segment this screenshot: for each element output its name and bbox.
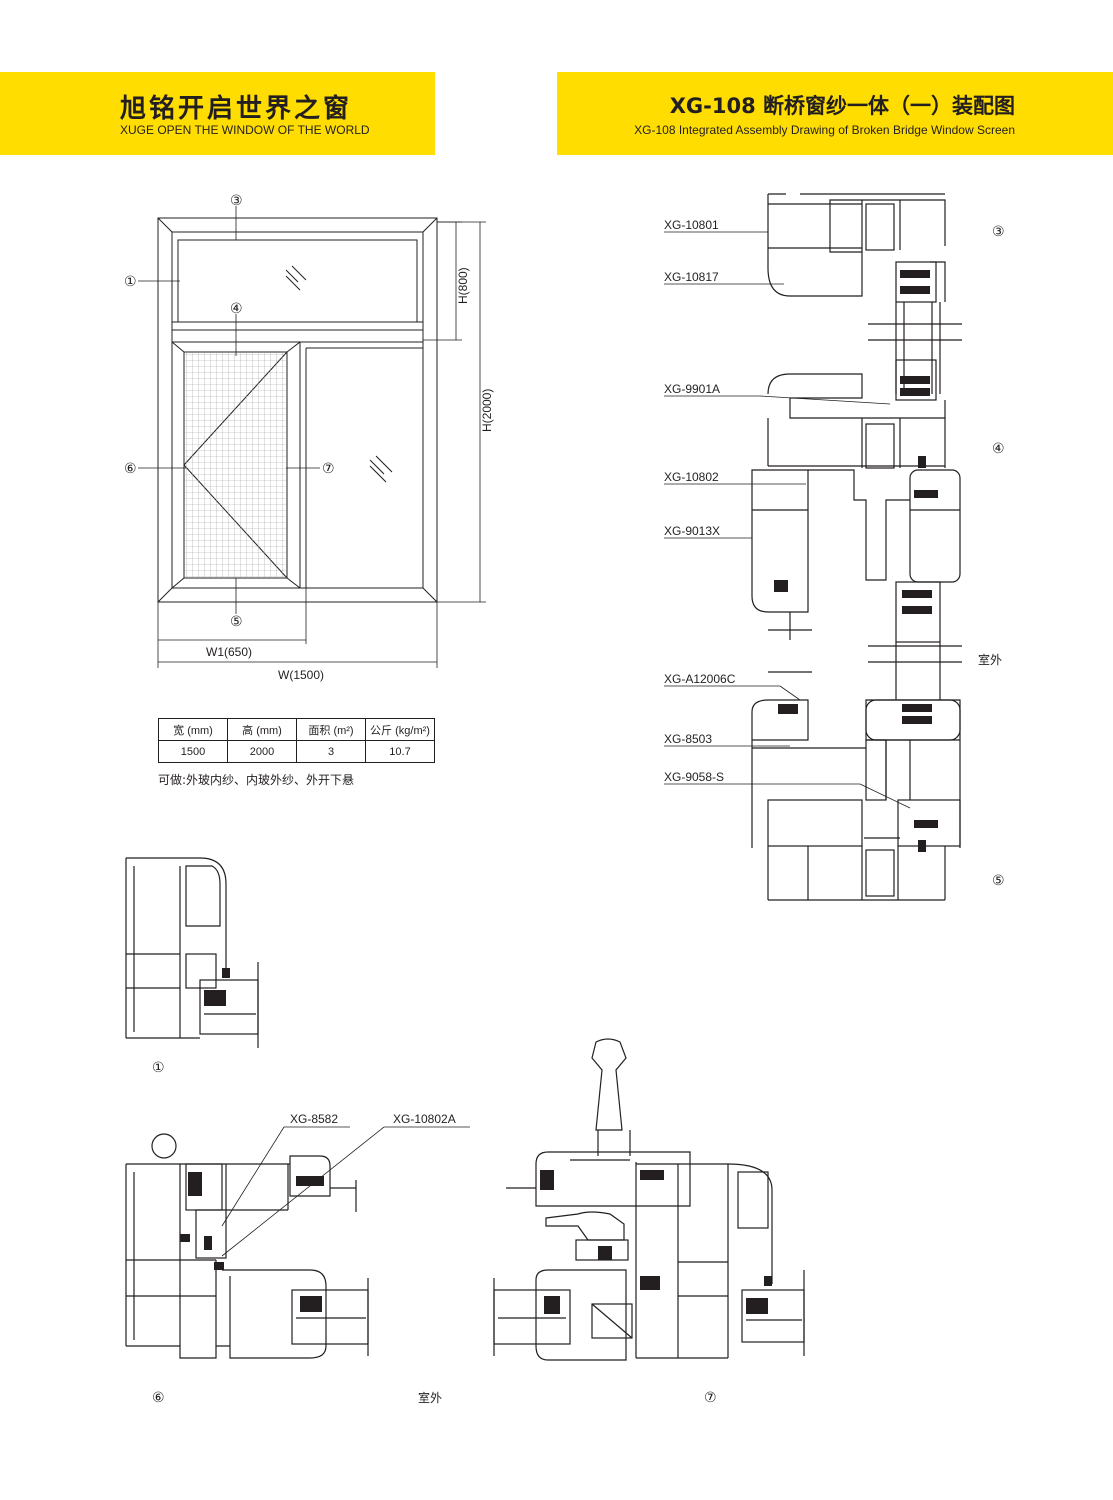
detail-6-section <box>125 1133 369 1359</box>
options-note: 可做:外玻内纱、内玻外纱、外开下悬 <box>158 773 355 787</box>
spec-value-height: 2000 <box>227 740 297 763</box>
vertical-section <box>751 193 962 901</box>
spec-table: 宽 (mm) 高 (mm) 面积 (m²) 公斤 (kg/m²) 1500 20… <box>158 718 435 763</box>
part-label-xg-9013x: XG-9013X <box>664 524 720 538</box>
outdoor-label-section: 室外 <box>978 652 1002 667</box>
spec-header-width: 宽 (mm) <box>158 718 228 741</box>
spec-table-value-row: 1500 2000 3 10.7 <box>158 740 435 763</box>
header-left-banner <box>0 72 435 155</box>
dimension-lines <box>138 206 486 668</box>
spec-header-weight: 公斤 (kg/m²) <box>365 718 435 741</box>
marker-7-elev: ⑦ <box>322 461 335 477</box>
detail-6-marker: ⑥ <box>152 1390 165 1406</box>
drawing-title: XG-108 断桥窗纱一体（一）装配图 <box>669 94 1015 118</box>
brand-subtitle: XUGE OPEN THE WINDOW OF THE WORLD <box>120 123 370 137</box>
spec-value-weight: 10.7 <box>365 740 435 763</box>
spec-value-area: 3 <box>296 740 366 763</box>
spec-table-header-row: 宽 (mm) 高 (mm) 面积 (m²) 公斤 (kg/m²) <box>158 718 435 741</box>
detail-6-leaders <box>221 1126 470 1257</box>
part-label-xg-9058-s: XG-9058-S <box>664 770 724 784</box>
detail-1-marker: ① <box>152 1060 165 1076</box>
brand-title: 旭铭开启世界之窗 <box>120 94 353 124</box>
spec-header-height: 高 (mm) <box>227 718 297 741</box>
part-label-xg-8503: XG-8503 <box>664 732 712 746</box>
callout-xg-8582: XG-8582 <box>290 1112 338 1126</box>
marker-4-elev: ④ <box>230 301 243 317</box>
detail-7-section <box>493 1038 805 1361</box>
dim-h800: H(800) <box>456 267 470 304</box>
marker-6-elev: ⑥ <box>124 461 137 477</box>
drawing-subtitle: XG-108 Integrated Assembly Drawing of Br… <box>634 123 1015 137</box>
callout-xg-10802a: XG-10802A <box>393 1112 456 1126</box>
section-gaskets <box>774 270 938 852</box>
outdoor-label-details: 室外 <box>418 1390 442 1405</box>
dim-w1: W1(650) <box>206 645 252 659</box>
detail-7-marker: ⑦ <box>704 1390 717 1406</box>
part-label-xg-10801: XG-10801 <box>664 218 719 232</box>
part-label-xg-10802: XG-10802 <box>664 470 719 484</box>
section-leaders <box>664 231 911 809</box>
spec-header-area: 面积 (m²) <box>296 718 366 741</box>
part-label-xg-10817: XG-10817 <box>664 270 719 284</box>
spec-value-width: 1500 <box>158 740 228 763</box>
marker-5-elev: ⑤ <box>230 614 243 630</box>
part-label-xg-9901a: XG-9901A <box>664 382 720 396</box>
dim-h2000: H(2000) <box>480 389 494 432</box>
screen-mesh <box>185 353 286 577</box>
header-right-banner <box>557 72 1113 155</box>
marker-3-section: ③ <box>992 224 1005 240</box>
marker-5-section: ⑤ <box>992 873 1005 889</box>
dim-w: W(1500) <box>278 668 324 682</box>
marker-4-section: ④ <box>992 441 1005 457</box>
marker-1-elev: ① <box>124 274 137 290</box>
marker-3-elev: ③ <box>230 193 243 209</box>
detail-1-gaskets <box>204 968 230 1006</box>
detail-1-section <box>125 857 259 1048</box>
part-label-xg-a12006c: XG-A12006C <box>664 672 736 686</box>
detail-7-gaskets <box>540 1170 772 1314</box>
detail-6-gaskets <box>180 1172 324 1312</box>
